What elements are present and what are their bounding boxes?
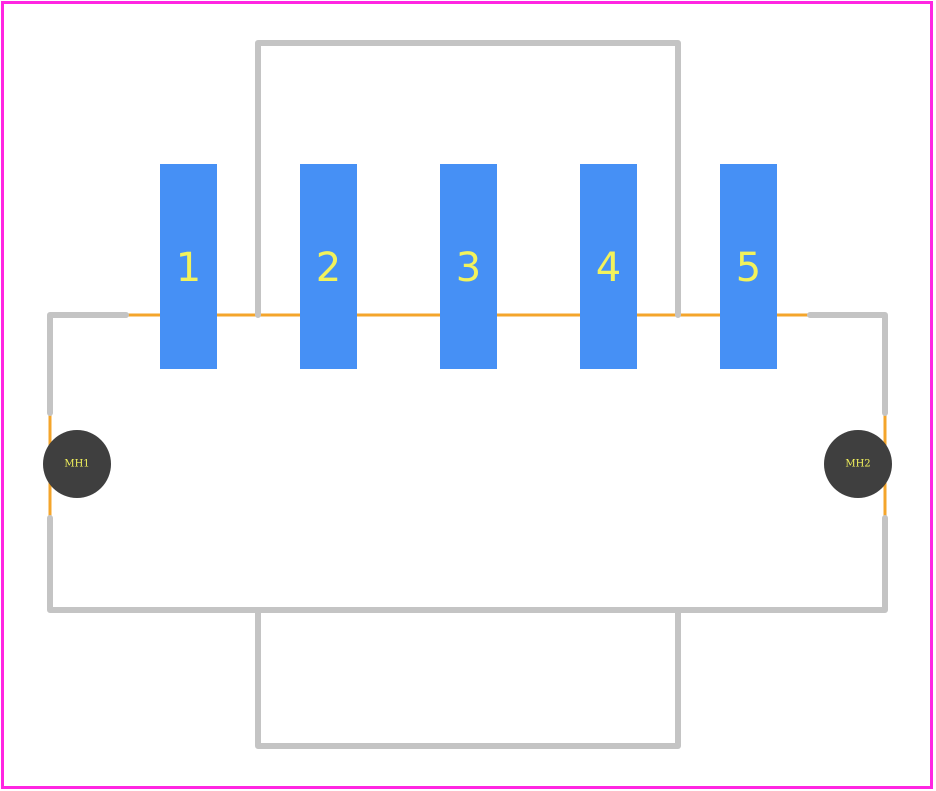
mounting-hole-mh2-label: MH2 (845, 459, 870, 470)
pad-5-label: 5 (736, 245, 761, 291)
pad-1-label: 1 (176, 245, 201, 291)
pad-3-label: 3 (456, 245, 481, 291)
silkscreen-right-upper (807, 312, 888, 416)
silkscreen-bottom-tab (255, 607, 681, 749)
pad-4-shape (580, 164, 637, 369)
pad-2[interactable]: 2 (300, 164, 357, 369)
pad-1-shape (160, 164, 217, 369)
silkscreen-outline (47, 40, 888, 749)
mounting-hole-mh1[interactable]: MH1 (43, 430, 111, 498)
mounting-hole-mh1-shape (43, 430, 111, 498)
silkscreen-top-tab (255, 40, 681, 318)
pad-2-shape (300, 164, 357, 369)
mounting-hole-mh1-label: MH1 (64, 459, 89, 470)
silkscreen-left-upper (47, 312, 129, 416)
pad-group: 1 2 3 4 5 (160, 164, 777, 369)
mounting-hole-mh2[interactable]: MH2 (824, 430, 892, 498)
pad-4[interactable]: 4 (580, 164, 637, 369)
pad-4-label: 4 (596, 245, 621, 291)
mounting-hole-mh2-shape (824, 430, 892, 498)
silkscreen-body-bottom (47, 515, 888, 613)
pad-3-shape (440, 164, 497, 369)
pad-3[interactable]: 3 (440, 164, 497, 369)
pad-1[interactable]: 1 (160, 164, 217, 369)
pad-5[interactable]: 5 (720, 164, 777, 369)
pad-5-shape (720, 164, 777, 369)
pad-2-label: 2 (316, 245, 341, 291)
